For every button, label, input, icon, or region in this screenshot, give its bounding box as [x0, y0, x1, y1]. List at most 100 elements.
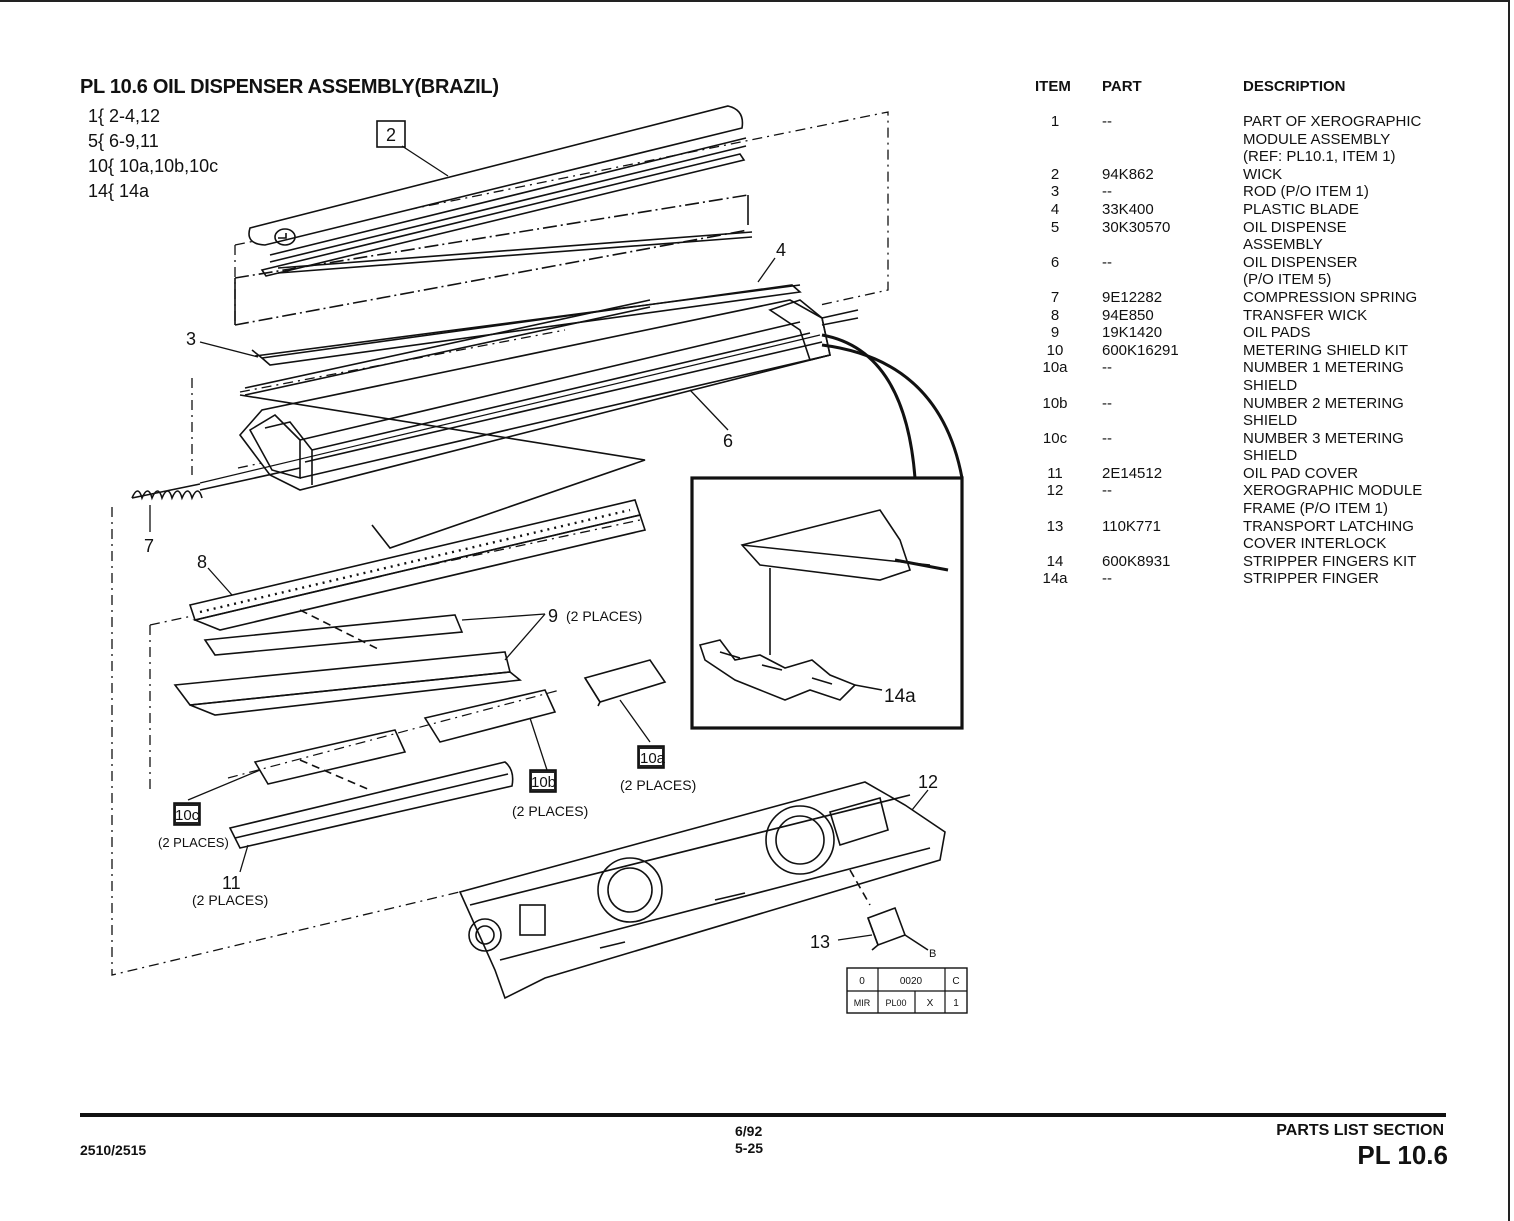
col-header-part: PART	[1102, 78, 1142, 95]
callout-box-2	[376, 120, 406, 148]
callout-4: 4	[776, 240, 786, 260]
description-line: PLASTIC BLADE	[1243, 200, 1359, 218]
table-row: 6 -- OIL DISPENSER(P/O ITEM 5)	[1030, 254, 1470, 289]
oil-dispenser-part	[199, 299, 859, 491]
footer-section-title: PARTS LIST SECTION	[1276, 1122, 1444, 1139]
row-description: STRIPPER FINGER	[1243, 570, 1470, 588]
callout-10c-places: (2 PLACES)	[158, 835, 229, 850]
row-item: 10c	[1042, 429, 1068, 447]
page-border-right	[1508, 0, 1510, 1221]
footer-model: 2510/2515	[80, 1142, 147, 1158]
row-part: --	[1102, 183, 1112, 201]
oil-pad-cover-part	[228, 759, 514, 849]
callout-12: 12	[918, 772, 938, 792]
item-groups: 1{ 2-4,12 5{ 6-9,11 10{ 10a,10b,10c 14{ …	[88, 104, 218, 204]
table-row: 14a -- STRIPPER FINGER	[1030, 570, 1470, 588]
row-part: --	[1102, 113, 1112, 130]
description-line: SHIELD	[1243, 412, 1298, 430]
row-part: --	[1102, 359, 1112, 377]
callout-8: 8	[197, 552, 207, 572]
row-description: ROD (P/O ITEM 1)	[1243, 183, 1470, 201]
footer-date-page: 6/92 5-25	[735, 1123, 763, 1157]
stamp-cell: MIR	[854, 998, 871, 1008]
description-line: ROD (P/O ITEM 1)	[1243, 183, 1369, 201]
row-part: 94E850	[1102, 306, 1154, 324]
row-part: 2E14512	[1102, 464, 1163, 482]
row-item: 2	[1050, 165, 1060, 183]
row-part: 33K400	[1102, 200, 1154, 218]
footer-pl-number: PL 10.6	[1357, 1140, 1448, 1170]
callout-11-places: (2 PLACES)	[192, 892, 268, 908]
description-line: NUMBER 3 METERING	[1243, 429, 1404, 447]
row-part: --	[1102, 570, 1112, 588]
page-title: PL 10.6 OIL DISPENSER ASSEMBLY(BRAZIL)	[80, 76, 499, 98]
row-description: OIL DISPENSER(P/O ITEM 5)	[1243, 254, 1470, 289]
row-item: 14	[1046, 552, 1064, 570]
description-line: XEROGRAPHIC MODULE	[1243, 482, 1423, 500]
row-item: 13	[1046, 517, 1064, 535]
row-part: --	[1102, 394, 1112, 412]
transfer-wick-part	[188, 499, 647, 631]
callout-3: 3	[186, 329, 196, 349]
description-line: COMPRESSION SPRING	[1243, 288, 1418, 306]
description-line: MODULE ASSEMBLY	[1243, 130, 1391, 148]
stripper-fingers-inset	[690, 476, 964, 730]
description-line: OIL PAD COVER	[1243, 464, 1359, 482]
item-group: 14{ 14a	[88, 181, 150, 201]
drawing-stamp: 0 0020 C MIR PL00 X 1	[846, 967, 968, 1014]
row-part: 110K771	[1102, 517, 1161, 535]
footer-rule	[80, 1113, 1446, 1117]
stamp-cell: PL00	[885, 998, 906, 1008]
row-description: OIL PADS	[1243, 324, 1470, 342]
callout-9: 9	[548, 606, 558, 626]
row-description: PLASTIC BLADE	[1243, 201, 1470, 219]
row-item: 6	[1050, 253, 1060, 271]
exploded-view-diagram: 2 3 4 6 7 8 9 10a 10b 10c 11 12 13 14a B…	[111, 105, 968, 1014]
description-line: (P/O ITEM 5)	[1243, 271, 1332, 289]
item-group: 5{ 6-9,11	[88, 131, 159, 151]
description-line: OIL DISPENSE	[1243, 218, 1347, 236]
callout-10b: 10b	[531, 774, 556, 791]
row-item: 12	[1046, 482, 1064, 500]
stamp-cell: 1	[953, 998, 959, 1009]
callout-b: B	[929, 948, 936, 960]
metering-shield-10c	[253, 729, 407, 785]
row-item: 10	[1046, 341, 1064, 359]
row-part: 600K8931	[1102, 552, 1171, 570]
description-line: (REF: PL10.1, ITEM 1)	[1243, 148, 1396, 166]
row-item: 14a	[1042, 570, 1068, 588]
row-item: 10a	[1042, 359, 1068, 377]
pad-sheet	[239, 394, 646, 549]
row-description: TRANSFER WICK	[1243, 307, 1470, 325]
callout-10b-places: (2 PLACES)	[512, 803, 588, 819]
callout-7: 7	[144, 536, 154, 556]
description-line: NUMBER 1 METERING	[1243, 359, 1404, 377]
description-line: SHIELD	[1243, 376, 1298, 394]
rod-part	[254, 284, 801, 357]
footer-date: 6/92	[735, 1123, 763, 1139]
row-part: --	[1102, 253, 1112, 271]
callout-14a: 14a	[884, 686, 916, 707]
description-line: TRANSPORT LATCHING	[1243, 517, 1414, 535]
row-description: OIL PAD COVER	[1243, 465, 1470, 483]
footer-page-number: 5-25	[735, 1140, 764, 1156]
row-part: 9E12282	[1102, 288, 1163, 306]
callout-10a-places: (2 PLACES)	[620, 777, 696, 793]
row-item: 10b	[1042, 394, 1068, 412]
